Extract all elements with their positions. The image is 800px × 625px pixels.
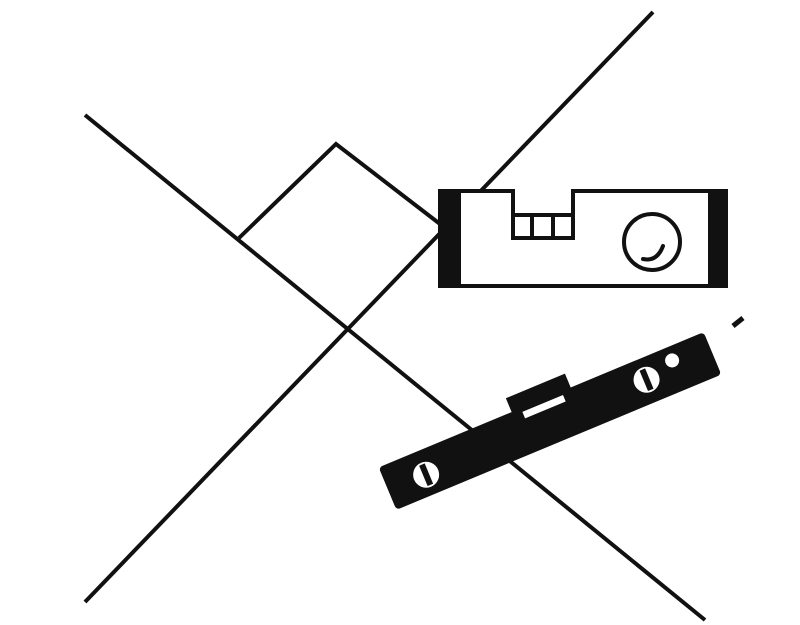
- crossing-lines: [83, 10, 707, 622]
- torpedo-level-left-screw: [413, 461, 440, 488]
- spirit-level-body: [438, 189, 728, 288]
- torpedo-level-vial: [522, 395, 566, 419]
- edge-stroke: [731, 316, 745, 328]
- spirit-level-bubble: [622, 212, 682, 272]
- spirit-level-vial: [513, 213, 573, 238]
- diagonal-line-descending: [83, 113, 707, 622]
- spirit-level-icon: [438, 189, 728, 288]
- torpedo-level-hole: [665, 353, 680, 368]
- angle-marker: [237, 141, 442, 240]
- torpedo-level-icon: [379, 333, 721, 509]
- diagonal-line-ascending: [83, 10, 655, 604]
- torpedo-level-right-screw: [633, 366, 660, 393]
- spirit-level-left-cap: [440, 191, 461, 286]
- spirit-level-right-cap: [708, 191, 727, 286]
